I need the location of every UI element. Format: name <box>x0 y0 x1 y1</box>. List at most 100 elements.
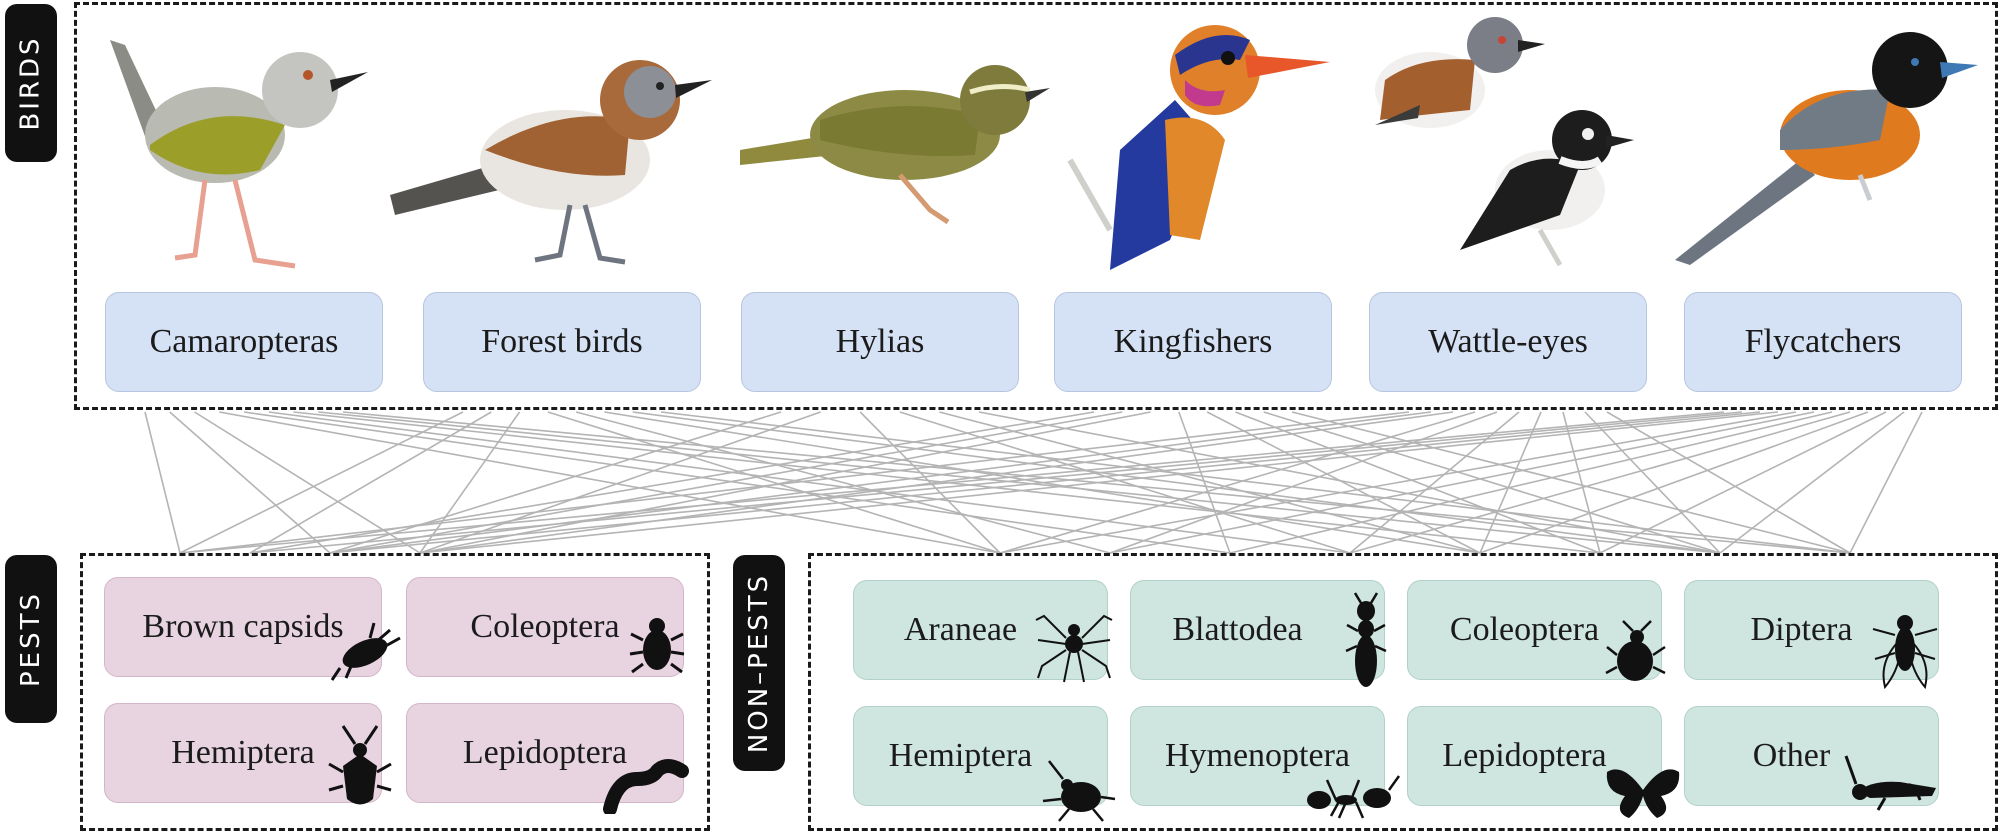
link-line <box>1606 411 1851 554</box>
bird-node-hylias: Hylias <box>741 292 1019 392</box>
butterfly-icon <box>1606 769 1680 818</box>
non-pest-node-label: Blattodea <box>1172 611 1303 648</box>
link-line <box>179 411 464 554</box>
caterpillar-icon <box>603 759 689 814</box>
shield-bug-icon <box>328 725 392 805</box>
link-line <box>978 411 1721 554</box>
forest-bird-illustration <box>390 60 712 265</box>
link-line <box>660 411 1851 554</box>
bird-node-wattle-eyes: Wattle-eyes <box>1369 292 1647 392</box>
spider-icon <box>1035 614 1113 683</box>
bird-node-label: Wattle-eyes <box>1428 323 1588 360</box>
non-pest-node-araneae: Araneae <box>853 580 1113 683</box>
kingfisher-illustration <box>1067 25 1330 270</box>
wattle-eye-illustration <box>1375 17 1634 267</box>
non-pest-node-label: Lepidoptera <box>1442 737 1607 774</box>
termite-icon <box>1345 592 1387 687</box>
pests-frame <box>80 553 710 831</box>
link-line <box>419 411 1454 554</box>
pest-node-label: Lepidoptera <box>462 734 628 771</box>
non-pest-node-lepidoptera: Lepidoptera <box>1407 706 1680 818</box>
birds-section-tab: BIRDS <box>5 4 57 162</box>
link-line <box>1479 411 1869 554</box>
beetle-icon <box>629 618 685 674</box>
link-line <box>1719 411 1905 554</box>
link-line <box>1849 411 1923 554</box>
non-pest-node-hemiptera: Hemiptera <box>853 706 1116 822</box>
link-line <box>249 411 492 554</box>
bird-node-label: Camaropteras <box>149 323 339 360</box>
bug-icon <box>330 622 401 681</box>
fly-icon <box>1872 615 1938 690</box>
pests-section-tab: PESTS <box>5 555 57 723</box>
non-pest-node-label: Araneae <box>903 611 1018 648</box>
non-pest-node-label: Diptera <box>1750 611 1853 648</box>
link-line <box>999 411 1476 554</box>
link-line <box>219 411 1001 554</box>
pest-node-coleoptera: Coleoptera <box>406 577 685 677</box>
link-line <box>169 411 331 554</box>
link-line <box>1235 411 1601 554</box>
link-line <box>1599 411 1887 554</box>
non-pest-node-label: Hymenoptera <box>1164 737 1351 774</box>
link-line <box>243 411 1231 554</box>
hylia-illustration <box>740 65 1050 225</box>
bird-node-flycatchers: Flycatchers <box>1684 292 1962 392</box>
link-line <box>547 411 1001 554</box>
link-line <box>859 411 1001 554</box>
non-pest-node-diptera: Diptera <box>1684 580 1939 690</box>
beetle-icon <box>1605 620 1666 681</box>
link-line <box>179 411 1410 554</box>
non-pest-node-blattodea: Blattodea <box>1130 580 1387 687</box>
link-line <box>1349 411 1851 554</box>
link-line <box>575 411 1111 554</box>
non-pests-section-label: NON–PESTS <box>744 572 775 754</box>
bird-illustrations <box>110 17 1978 270</box>
link-line <box>1109 411 1815 554</box>
bird-node-forest-birds: Forest birds <box>423 292 701 392</box>
bird-node-kingfishers: Kingfishers <box>1054 292 1332 392</box>
link-line <box>899 411 1351 554</box>
non-pest-node-hymenoptera: Hymenoptera <box>1130 706 1401 819</box>
shield-bug-icon <box>1042 760 1116 822</box>
ant-icon <box>1307 775 1401 819</box>
link-line <box>249 411 1095 554</box>
link-line <box>1178 411 1231 554</box>
link-line <box>419 411 821 554</box>
link-line <box>1109 411 1498 554</box>
non-pest-node-coleoptera: Coleoptera <box>1407 580 1666 681</box>
bird-node-label: Kingfishers <box>1113 323 1273 360</box>
link-line <box>329 411 1432 554</box>
link-line <box>419 411 1779 554</box>
grasshopper-icon <box>1844 755 1936 811</box>
pest-node-hemiptera: Hemiptera <box>104 703 392 805</box>
link-line <box>329 411 1761 554</box>
link-line <box>1562 411 1601 554</box>
link-line <box>268 411 1351 554</box>
non-pest-node-label: Other <box>1752 737 1831 774</box>
pest-node-label: Hemiptera <box>171 734 315 771</box>
link-line <box>1229 411 1833 554</box>
pest-node-label: Coleoptera <box>470 608 620 645</box>
flycatcher-illustration <box>1675 32 1978 265</box>
pest-node-brown-capsids: Brown capsids <box>104 577 401 681</box>
non-pests-frame <box>808 553 1998 831</box>
pests-section-label: PESTS <box>16 591 46 687</box>
camaroptera-illustration <box>110 40 368 269</box>
link-line <box>1584 411 1721 554</box>
bird-node-label: Hylias <box>835 323 925 360</box>
link-line <box>1291 411 1851 554</box>
birds-frame <box>74 2 1998 410</box>
link-line <box>329 411 782 554</box>
bird-node-label: Flycatchers <box>1744 323 1902 360</box>
link-line <box>1263 411 1721 554</box>
non-pest-node-other: Other <box>1684 706 1939 811</box>
link-line <box>419 411 1151 554</box>
link-line <box>179 411 1725 554</box>
link-line <box>999 411 1797 554</box>
link-line <box>144 411 181 554</box>
bird-node-label: Forest birds <box>481 323 643 360</box>
pest-node-lepidoptera: Lepidoptera <box>406 703 689 814</box>
bird-node-camaropteras: Camaropteras <box>105 292 383 392</box>
